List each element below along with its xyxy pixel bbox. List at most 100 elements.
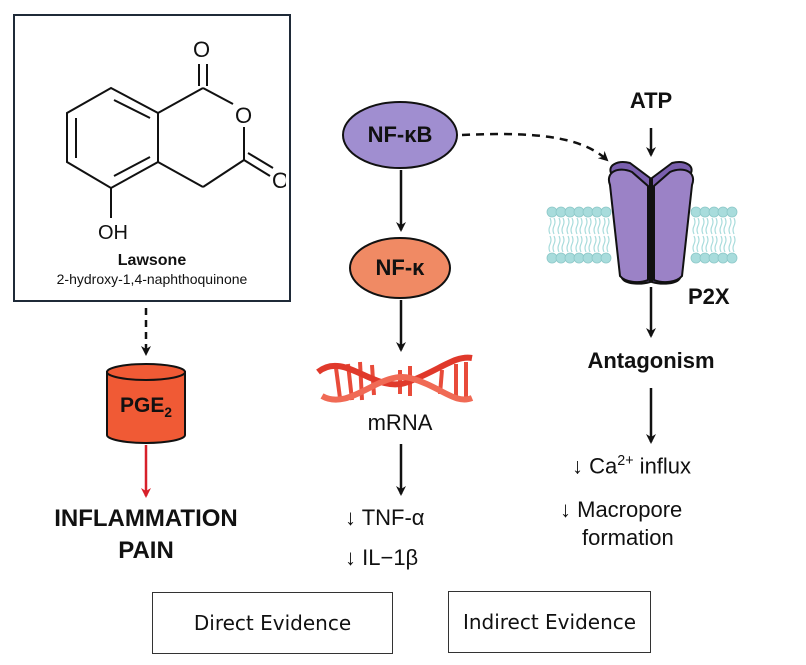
nfkb-node: [342, 101, 458, 169]
atom-oxygen-ring: O: [235, 103, 253, 128]
effect-macropore-formation: ↓ Macropore formation: [560, 497, 683, 550]
lipid-tail: [548, 217, 552, 235]
lipid-tail: [552, 217, 556, 235]
atp-label: ATP: [629, 88, 673, 113]
lipid-head: [564, 252, 576, 264]
lipid-tail: [732, 235, 736, 253]
lipid-head: [726, 206, 738, 218]
lipid-tail: [692, 235, 696, 253]
lipid-tail: [696, 217, 700, 235]
lipid-tail: [723, 235, 727, 253]
lipid-tail: [719, 235, 723, 253]
p2x-label: P2X: [688, 284, 730, 309]
down-arrow-icon: ↓: [345, 505, 356, 530]
lipid-tail: [584, 217, 588, 235]
lipid-tail: [575, 235, 579, 253]
atom-oxygen-right: O: [272, 168, 286, 193]
lipid-head: [555, 206, 567, 218]
mrna-label: mRNA: [367, 410, 433, 435]
lipid-tail: [701, 235, 705, 253]
lipid-head: [717, 206, 729, 218]
lipid-head: [708, 252, 720, 264]
lipid-tail: [692, 217, 696, 235]
lipid-tail: [566, 235, 570, 253]
atom-oxygen-top: O: [193, 37, 211, 62]
lipid-tail: [557, 217, 561, 235]
lipid-tail: [714, 235, 718, 253]
lipid-tail: [570, 235, 574, 253]
lipid-head: [699, 206, 711, 218]
dashed-arrow-nfkb-p2x: [461, 132, 609, 162]
nfkb-label: NF-κB: [367, 122, 433, 147]
lipid-head: [600, 252, 612, 264]
lipid-tail: [728, 235, 732, 253]
lipid-tail: [548, 235, 552, 253]
lipid-tail: [588, 235, 592, 253]
lipid-tail: [597, 217, 601, 235]
lipid-head: [717, 252, 729, 264]
lipid-head: [591, 252, 603, 264]
lipid-head: [699, 252, 711, 264]
lipid-tail: [606, 235, 610, 253]
effect-calcium-influx: ↓ Ca2+ influx: [572, 453, 692, 479]
dna-helix-icon: [316, 354, 474, 403]
lipid-head: [555, 252, 567, 264]
lipid-head: [573, 206, 585, 218]
lipid-tail: [714, 217, 718, 235]
lipid-tail: [710, 217, 714, 235]
lipid-tail: [593, 235, 597, 253]
lipid-tail: [710, 235, 714, 253]
lipid-head: [591, 206, 603, 218]
outcome-inflammation: INFLAMMATION: [54, 505, 238, 532]
lipid-tail: [705, 235, 709, 253]
pge2-label: PGE2: [120, 394, 172, 421]
lipid-head: [582, 252, 594, 264]
lipid-tail: [593, 217, 597, 235]
compound-name: Lawsone: [117, 252, 187, 269]
lipid-head: [708, 206, 720, 218]
lipid-head: [690, 252, 702, 264]
lipid-head: [573, 252, 585, 264]
lipid-head: [600, 206, 612, 218]
lipid-head: [690, 206, 702, 218]
antagonism-label: Antagonism: [587, 348, 715, 373]
down-arrow-icon: ↓: [560, 497, 571, 522]
direct-evidence-box: Direct Evidence: [152, 592, 393, 654]
lipid-tail: [606, 217, 610, 235]
lipid-tail: [566, 217, 570, 235]
p2x-receptor-icon: [607, 161, 695, 285]
lipid-tail: [561, 235, 565, 253]
nfk-label: NF-κ: [375, 255, 425, 280]
atom-hydroxyl: OH: [98, 222, 128, 244]
lawsone-molecule-icon: [66, 64, 274, 218]
lipid-tail: [552, 235, 556, 253]
lipid-tail: [570, 217, 574, 235]
down-arrow-icon: ↓: [572, 453, 583, 479]
down-arrow-icon: ↓: [345, 545, 356, 570]
lipid-tail: [728, 217, 732, 235]
lipid-tail: [561, 217, 565, 235]
lipid-head: [546, 206, 558, 218]
lipid-tail: [588, 217, 592, 235]
indirect-evidence-box: Indirect Evidence: [448, 591, 651, 653]
lipid-tail: [602, 235, 606, 253]
cell-membrane-icon: [546, 206, 738, 264]
pge2-cylinder-icon: [106, 363, 186, 444]
nfk-node: [349, 237, 451, 299]
lipid-head: [726, 252, 738, 264]
compound-iupac-name: 2-hydroxy-1,4-naphthoquinone: [56, 271, 248, 287]
lipid-tail: [597, 235, 601, 253]
lipid-tail: [705, 217, 709, 235]
lipid-tail: [723, 217, 727, 235]
lipid-head: [546, 252, 558, 264]
lipid-tail: [732, 217, 736, 235]
lipid-head: [582, 206, 594, 218]
lipid-tail: [579, 235, 583, 253]
lipid-tail: [575, 217, 579, 235]
lipid-tail: [602, 217, 606, 235]
lipid-tail: [701, 217, 705, 235]
lipid-tail: [557, 235, 561, 253]
lipid-tail: [696, 235, 700, 253]
effect-il1-beta: ↓ IL−1β: [345, 545, 419, 570]
